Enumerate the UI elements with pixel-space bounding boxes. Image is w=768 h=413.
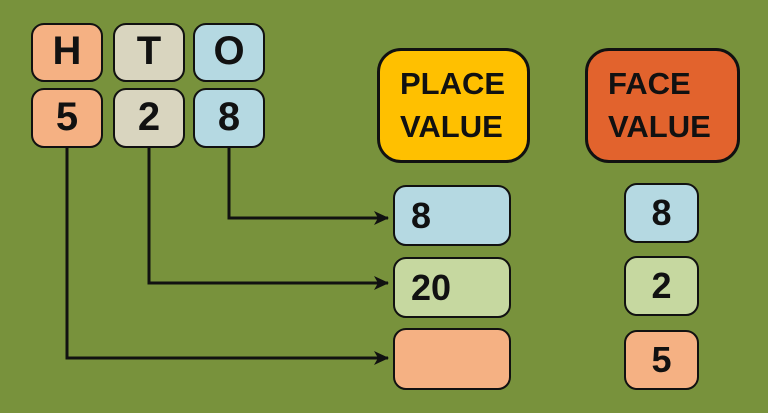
column-header-tens: T [113,23,185,82]
face-value-result-ones: 8 [624,183,699,243]
column-header-hundreds-label: H [52,29,82,73]
face-value-result-tens: 2 [624,256,699,316]
place-value-result-tens: 20 [393,257,511,318]
digit-box-ones: 8 [193,88,265,148]
digit-box-tens: 2 [113,88,185,148]
place-value-header: PLACE VALUE [377,48,530,163]
place-value-result-hundreds-empty [393,328,511,390]
digit-ones-value: 8 [217,94,241,139]
face-value-header: FACE VALUE [585,48,740,163]
face-value-header-line2: VALUE [608,108,711,144]
face-value-result-hundreds-value: 5 [651,339,672,380]
digit-tens-value: 2 [137,94,161,139]
column-header-ones-label: O [213,29,245,73]
digit-hundreds-value: 5 [55,94,79,139]
place-value-result-tens-value: 20 [411,266,452,308]
digit-box-hundreds: 5 [31,88,103,148]
place-value-header-line1: PLACE [400,65,506,101]
face-value-result-hundreds: 5 [624,330,699,390]
column-header-ones: O [193,23,265,82]
column-header-hundreds: H [31,23,103,82]
face-value-result-ones-value: 8 [651,192,672,233]
column-header-tens-label: T [136,29,162,73]
arrow-hundreds-to-place-value [65,148,389,365]
face-value-header-line1: FACE [608,65,691,101]
face-value-result-tens-value: 2 [651,265,672,306]
arrow-tens-to-place-value [147,148,389,290]
place-value-result-ones: 8 [393,185,511,246]
arrow-ones-to-place-value [227,148,389,225]
place-value-result-ones-value: 8 [411,194,432,236]
place-value-header-line2: VALUE [400,108,503,144]
